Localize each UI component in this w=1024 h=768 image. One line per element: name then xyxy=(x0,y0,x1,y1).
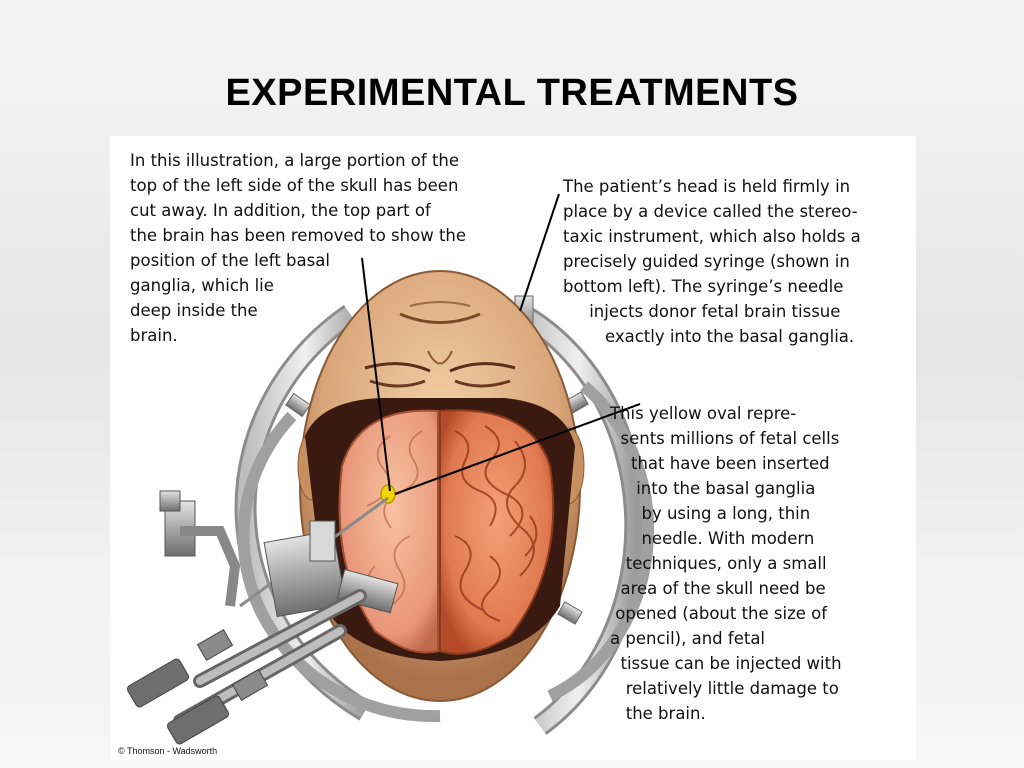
slide-title: EXPERIMENTAL TREATMENTS xyxy=(225,72,799,114)
brain-surgery-illustration xyxy=(126,193,655,745)
leader-line-stereotaxic xyxy=(519,193,560,312)
leader-line-implant xyxy=(394,403,641,495)
caption-left: In this illustration, a large portion of… xyxy=(130,151,467,345)
illustration-figure: In this illustration, a large portion of… xyxy=(110,136,916,760)
stereotaxic-ring xyxy=(234,295,655,735)
caption-right-top: The patient’s head is held firmly in pla… xyxy=(563,177,861,346)
caption-right-bottom: This yellow oval repre- sents millions o… xyxy=(610,404,842,723)
leader-lines xyxy=(361,193,641,495)
copyright-notice: © Thomson - Wadsworth xyxy=(118,746,218,756)
leader-line-basal-ganglia xyxy=(361,257,391,492)
stereotaxic-syringe xyxy=(126,490,399,745)
